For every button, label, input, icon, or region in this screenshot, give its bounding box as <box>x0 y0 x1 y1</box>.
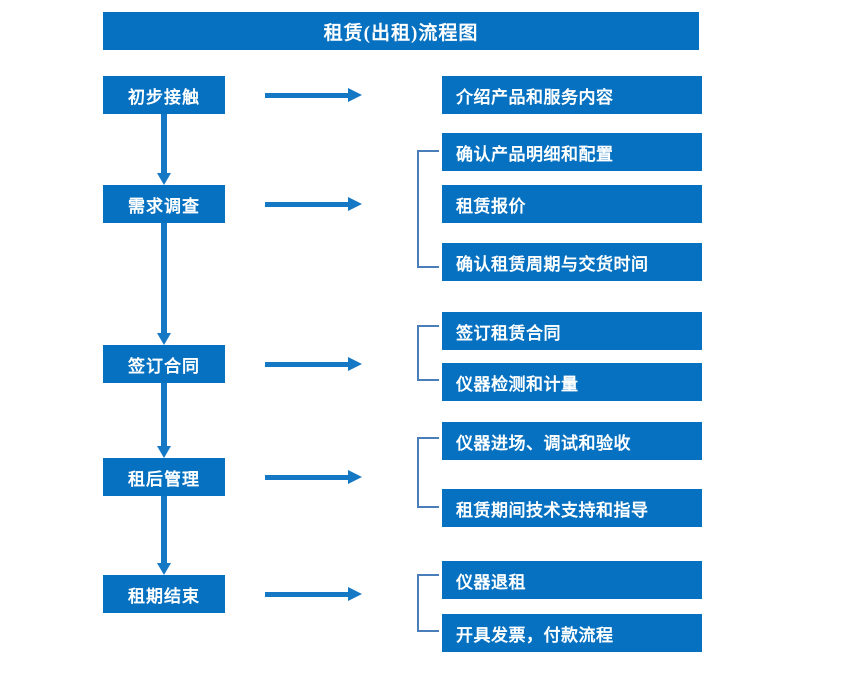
stage-box-5[interactable]: 租期结束 <box>103 575 225 613</box>
down-arrow-icon-2 <box>157 223 171 345</box>
stage-box-3[interactable]: 签订合同 <box>103 345 225 383</box>
detail-box-10[interactable]: 开具发票，付款流程 <box>442 614 702 652</box>
arrow-head <box>348 587 362 601</box>
group-bracket-2 <box>417 325 439 381</box>
arrow-head <box>348 88 362 102</box>
arrow-head <box>157 333 171 345</box>
down-arrow-icon-4 <box>157 496 171 575</box>
arrow-shaft <box>161 223 167 333</box>
detail-box-4[interactable]: 确认租赁周期与交货时间 <box>442 243 702 281</box>
diagram-title: 租赁(出租)流程图 <box>103 12 699 50</box>
arrow-shaft <box>265 202 349 207</box>
right-arrow-icon-3 <box>265 357 362 371</box>
right-arrow-icon-5 <box>265 587 362 601</box>
arrow-head <box>157 446 171 458</box>
detail-box-1[interactable]: 介绍产品和服务内容 <box>442 76 702 114</box>
arrow-shaft <box>265 362 349 367</box>
arrow-shaft <box>161 496 167 563</box>
down-arrow-icon-1 <box>157 114 171 185</box>
arrow-head <box>157 173 171 185</box>
detail-box-5[interactable]: 签订租赁合同 <box>442 312 702 350</box>
down-arrow-icon-3 <box>157 383 171 458</box>
detail-box-3[interactable]: 租赁报价 <box>442 185 702 223</box>
group-bracket-1 <box>417 150 439 268</box>
right-arrow-icon-4 <box>265 470 362 484</box>
arrow-head <box>348 357 362 371</box>
stage-box-2[interactable]: 需求调查 <box>103 185 225 223</box>
stage-box-1[interactable]: 初步接触 <box>103 76 225 114</box>
arrow-head <box>348 470 362 484</box>
arrow-shaft <box>161 114 167 173</box>
stage-box-4[interactable]: 租后管理 <box>103 458 225 496</box>
arrow-shaft <box>265 475 349 480</box>
arrow-shaft <box>265 93 349 98</box>
arrow-shaft <box>161 383 167 446</box>
right-arrow-icon-2 <box>265 197 362 211</box>
arrow-head <box>157 563 171 575</box>
group-bracket-3 <box>417 437 439 508</box>
detail-box-2[interactable]: 确认产品明细和配置 <box>442 133 702 171</box>
detail-box-8[interactable]: 租赁期间技术支持和指导 <box>442 489 702 527</box>
group-bracket-4 <box>417 574 439 632</box>
detail-box-7[interactable]: 仪器进场、调试和验收 <box>442 422 702 460</box>
right-arrow-icon-1 <box>265 88 362 102</box>
arrow-head <box>348 197 362 211</box>
detail-box-9[interactable]: 仪器退租 <box>442 561 702 599</box>
arrow-shaft <box>265 592 349 597</box>
detail-box-6[interactable]: 仪器检测和计量 <box>442 363 702 401</box>
